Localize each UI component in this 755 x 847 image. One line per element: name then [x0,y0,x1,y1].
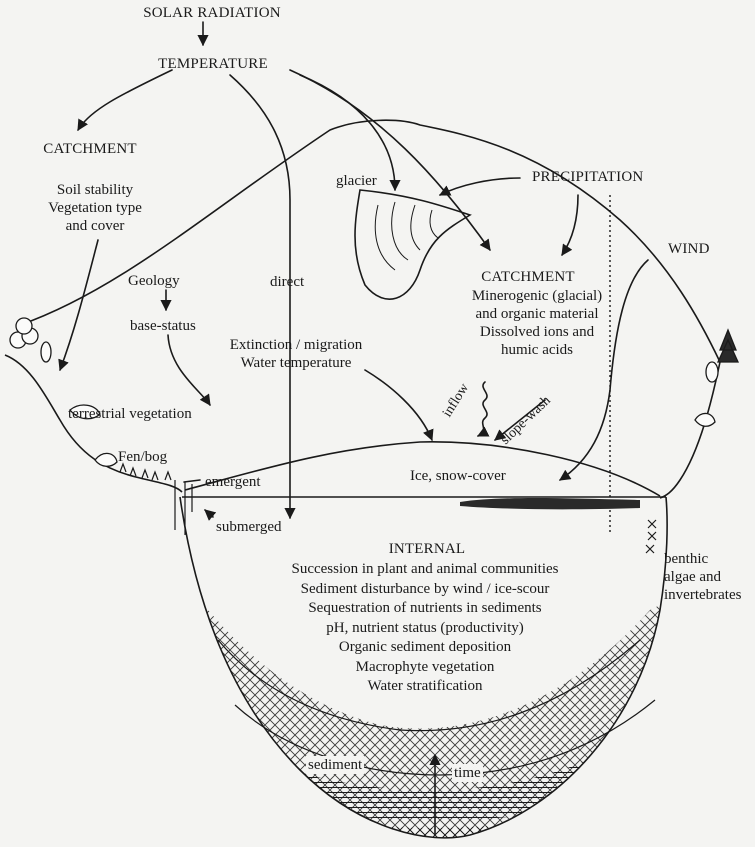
arrow-emergent [184,480,200,482]
wind-label: WIND [668,240,710,258]
sediment-label: sediment [306,756,364,774]
ice-snow-cover-label: Ice, snow-cover [410,467,506,485]
geology-label: Geology [128,272,180,290]
arrow-precip-catchment [562,195,578,255]
catchment-right-title: CATCHMENT [481,268,574,286]
base-status-label: base-status [130,317,196,335]
catchment-left-details: Soil stability Vegetation type and cover [48,181,142,235]
extinction-details: Extinction / migration Water temperature [230,336,362,372]
benthic-line: invertebrates [664,586,741,604]
right-trees [695,330,738,426]
fen-grass [120,464,171,480]
catchment-left-line: and cover [48,217,142,235]
terrestrial-vegetation-label: terrestrial vegetation [68,405,192,423]
catchment-left-line: Soil stability [48,181,142,199]
benthic-line: benthic [664,550,741,568]
left-slope [5,355,182,492]
arrow-watertemp-ice [365,370,432,440]
precipitation-label: PRECIPITATION [532,168,643,186]
benthic-marks [646,520,656,553]
glacier-label: glacier [336,172,377,190]
catchment-right-line: Minerogenic (glacial) [472,287,602,305]
internal-details: Succession in plant and animal communiti… [291,560,558,697]
internal-line: Succession in plant and animal communiti… [291,560,558,580]
internal-line: Sediment disturbance by wind / ice-scour [291,580,558,600]
arrow-inflow [478,382,487,436]
submerged-label: submerged [216,518,282,536]
internal-line: Organic sediment deposition [291,638,558,658]
arrow-precip-glacier [440,178,520,195]
internal-line: pH, nutrient status (productivity) [291,619,558,639]
internal-line: Macrophyte vegetation [291,658,558,678]
extinction-line: Water temperature [230,354,362,372]
internal-line: Water stratification [291,677,558,697]
time-label: time [452,764,483,782]
catchment-left-title: CATCHMENT [43,140,136,158]
internal-line: Sequestration of nutrients in sediments [291,599,558,619]
catchment-right-line: Dissolved ions and [472,323,602,341]
benthic-line: algae and [664,568,741,586]
internal-title: INTERNAL [389,540,466,558]
arrow-temp-direct [230,75,290,518]
arrow-submerged [205,510,213,517]
arrow-base-terrestrial [168,335,210,405]
extinction-line: Extinction / migration [230,336,362,354]
catchment-right-line: and organic material [472,305,602,323]
catchment-left-line: Vegetation type [48,199,142,217]
temperature-label: TEMPERATURE [158,55,268,73]
solar-radiation-label: SOLAR RADIATION [143,4,281,22]
benthic-details: benthic algae and invertebrates [664,550,741,604]
snow-mass [460,498,640,509]
catchment-right-details: Minerogenic (glacial) and organic materi… [472,287,602,359]
left-trees [10,318,117,466]
emergent-label: emergent [205,473,261,491]
catchment-right-line: humic acids [472,341,602,359]
glacier-shape [355,190,470,299]
arrow-temp-catchment [78,70,172,130]
fen-bog-label: Fen/bog [118,448,167,466]
direct-label: direct [270,273,304,291]
